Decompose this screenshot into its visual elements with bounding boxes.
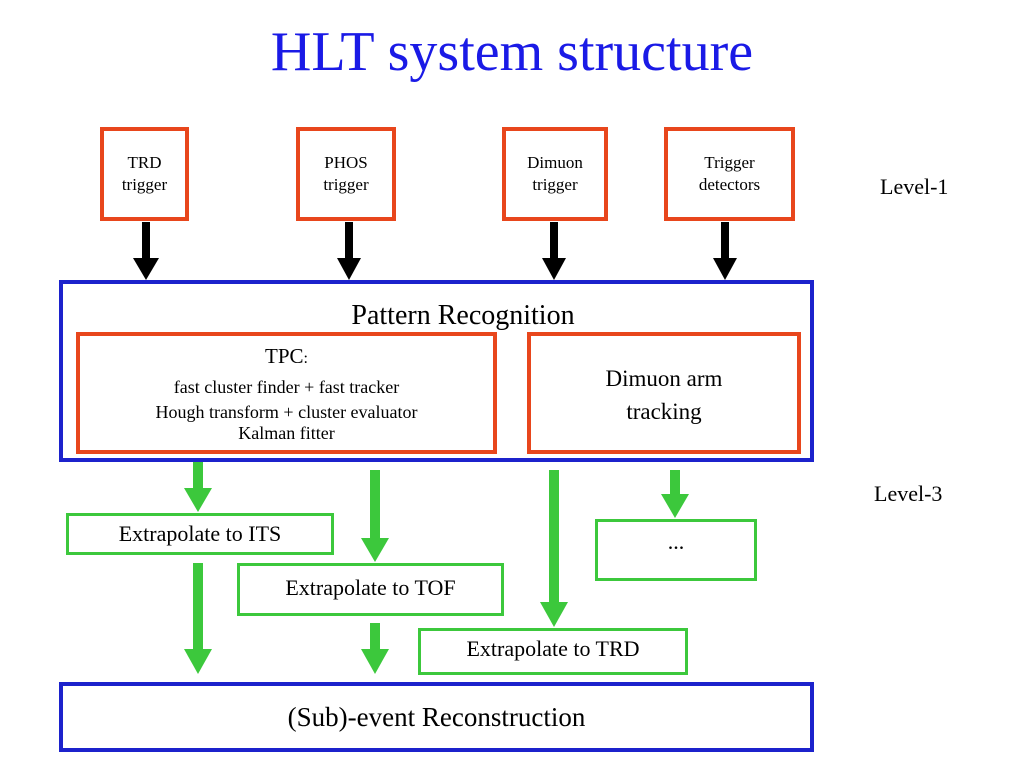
pattern-to-trd-arrow xyxy=(540,470,568,627)
pattern-recognition-box xyxy=(59,280,814,462)
tpc-heading: TPC: xyxy=(80,344,493,371)
tpc-heading-colon: : xyxy=(303,350,308,367)
dimuon-trigger-line1: Dimuon xyxy=(527,153,583,172)
dimuon-to-pattern-arrow xyxy=(542,222,566,280)
phos-trigger-line2: trigger xyxy=(323,175,369,194)
trigger-detectors-box: Trigger detectors xyxy=(664,127,795,221)
tpc-description: fast cluster finder + fast tracker Hough… xyxy=(80,375,493,446)
reconstruction-label: (Sub)-event Reconstruction xyxy=(287,702,586,732)
pattern-to-its-arrow xyxy=(184,462,212,512)
dimuon-trigger-box: Dimuon trigger xyxy=(502,127,608,221)
pattern-to-other-arrow xyxy=(661,470,689,518)
trd-trigger-box: TRD trigger xyxy=(100,127,189,221)
trd-trigger-line2: trigger xyxy=(121,175,168,194)
extrapolate-its-label: Extrapolate to ITS xyxy=(118,521,282,546)
dimuon-arm-line-1: Dimuon arm xyxy=(605,366,723,391)
extrapolate-tof-box: Extrapolate to TOF xyxy=(237,563,504,616)
trd-trigger-line1: TRD xyxy=(127,153,162,172)
trigger-detectors-line1: Trigger xyxy=(704,153,755,172)
phos-trigger-line1: PHOS xyxy=(324,153,368,172)
level-1-label: Level-1 xyxy=(880,174,949,199)
dimuon-arm-text: Dimuon arm tracking xyxy=(531,362,797,428)
trigger-detectors-line2: detectors xyxy=(698,175,761,194)
tpc-box: TPC: fast cluster finder + fast tracker … xyxy=(76,332,497,454)
tpc-line-3: Kalman fitter xyxy=(238,423,335,443)
detectors-to-pattern-arrow xyxy=(713,222,737,280)
its-to-reconstruction-arrow xyxy=(184,563,212,674)
tpc-line-1: fast cluster finder + fast tracker xyxy=(173,377,400,397)
dimuon-arm-line-2: tracking xyxy=(626,399,702,424)
tpc-heading-text: TPC xyxy=(265,344,304,368)
dimuon-arm-box: Dimuon arm tracking xyxy=(527,332,801,454)
phos-trigger-box: PHOS trigger xyxy=(296,127,396,221)
other-extrapolation-box: ... xyxy=(595,519,757,581)
extrapolate-trd-label: Extrapolate to TRD xyxy=(466,636,640,661)
phos-to-pattern-arrow xyxy=(337,222,361,280)
extrapolate-trd-box: Extrapolate to TRD xyxy=(418,628,688,675)
pattern-to-tof-arrow xyxy=(361,470,389,562)
extrapolate-tof-label: Extrapolate to TOF xyxy=(285,575,456,600)
pattern-recognition-label: Pattern Recognition xyxy=(351,300,575,331)
page-title: HLT system structure xyxy=(270,21,754,83)
dimuon-trigger-line2: trigger xyxy=(532,175,578,194)
level-3-label: Level-3 xyxy=(874,481,943,506)
tof-to-reconstruction-arrow xyxy=(361,623,389,674)
reconstruction-box: (Sub)-event Reconstruction xyxy=(59,682,814,752)
extrapolate-its-box: Extrapolate to ITS xyxy=(66,513,334,555)
trd-to-pattern-arrow xyxy=(133,222,159,280)
tpc-line-2: Hough transform + cluster evaluator xyxy=(155,402,418,422)
other-extrapolation-label: ... xyxy=(667,529,685,554)
